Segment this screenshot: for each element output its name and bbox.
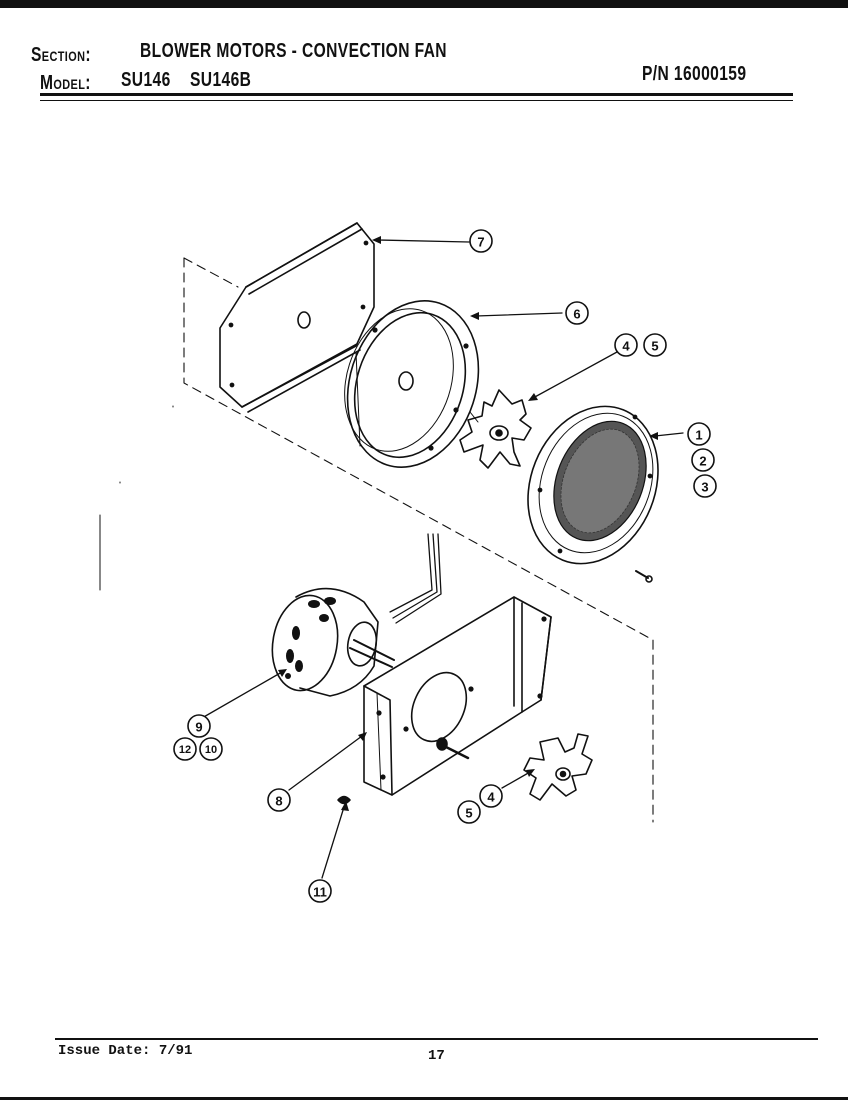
header-rule bbox=[40, 93, 793, 96]
callout-label: 8 bbox=[275, 794, 282, 809]
header-rule bbox=[40, 100, 793, 101]
callout-label: 1 bbox=[695, 428, 702, 443]
fan-housing-ring bbox=[344, 300, 480, 468]
callout-label: 4 bbox=[487, 790, 495, 805]
scan-marks bbox=[99, 405, 174, 591]
section-label: Section: bbox=[31, 44, 91, 66]
model-number: SU146B bbox=[190, 69, 252, 91]
callout-label: 4 bbox=[622, 339, 630, 354]
callout-label: 12 bbox=[179, 744, 191, 756]
motor-lead-wires bbox=[389, 533, 442, 624]
front-grille bbox=[527, 405, 659, 565]
spring-clip bbox=[337, 795, 351, 805]
issue-date: Issue Date: 7/91 bbox=[58, 1043, 193, 1059]
mounting-bolt bbox=[436, 737, 470, 760]
assembly-outline bbox=[183, 257, 654, 823]
callout-label: 5 bbox=[651, 339, 658, 354]
callout-label: 6 bbox=[573, 307, 580, 322]
rear-cover-plate bbox=[219, 222, 375, 413]
callout-label: 7 bbox=[477, 235, 484, 250]
model-label: Model: bbox=[40, 72, 91, 94]
upper-fan-blade bbox=[459, 389, 532, 469]
blower-motor bbox=[271, 587, 395, 697]
callout-labels: 7 6 4 5 1 2 3 9 12 10 8 5 4 11 bbox=[179, 235, 709, 900]
callout-label: 9 bbox=[195, 720, 202, 735]
leader-arrowheads bbox=[278, 236, 658, 811]
page-number: 17 bbox=[428, 1048, 445, 1064]
section-title: BLOWER MOTORS - CONVECTION FAN bbox=[140, 40, 447, 62]
top-border-bar bbox=[0, 0, 848, 8]
model-number: SU146 bbox=[121, 69, 171, 91]
callout-label: 2 bbox=[699, 454, 706, 469]
part-number: P/N 16000159 bbox=[642, 63, 747, 85]
lower-fan-blade bbox=[523, 733, 593, 801]
callout-circles bbox=[173, 229, 717, 903]
bottom-border-bar bbox=[0, 1097, 848, 1100]
grille-screw bbox=[635, 570, 653, 583]
callout-label: 5 bbox=[465, 806, 472, 821]
callout-label: 10 bbox=[205, 744, 217, 756]
motor-mounting-bracket bbox=[363, 596, 552, 796]
callout-label: 3 bbox=[701, 480, 708, 495]
callout-label: 11 bbox=[313, 885, 327, 900]
leader-lines bbox=[201, 239, 684, 879]
footer-rule bbox=[55, 1038, 818, 1040]
